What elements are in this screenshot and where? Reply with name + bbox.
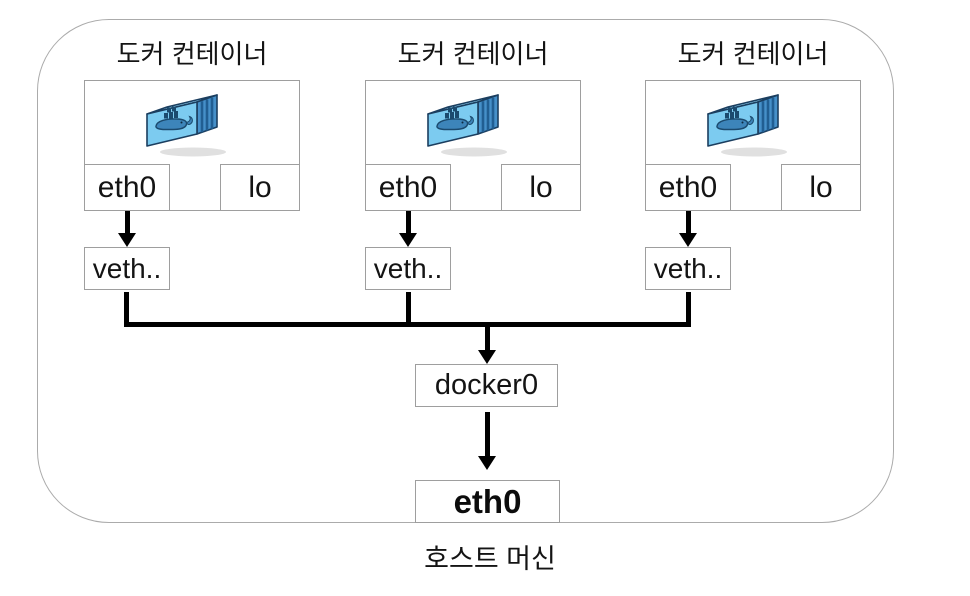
docker-whale-icon <box>420 89 526 159</box>
docker-whale-icon <box>700 89 806 159</box>
arrow-down-icon <box>478 412 496 470</box>
host-machine-label: 호스트 머신 <box>424 544 556 574</box>
arrow-shaft <box>685 211 691 233</box>
arrow-shaft <box>405 211 411 233</box>
lo-interface-box: lo <box>781 164 861 211</box>
arrow-down-icon <box>679 211 697 247</box>
arrow-head <box>478 350 496 364</box>
docker-container-group-3: 도커 컨테이너 eth0 lo veth.. <box>645 38 861 292</box>
arrow-shaft <box>484 327 490 350</box>
eth0-interface-box: eth0 <box>84 164 170 211</box>
arrow-head <box>399 233 417 247</box>
arrow-down-icon <box>118 211 136 247</box>
container-title: 도커 컨테이너 <box>116 39 268 69</box>
lo-interface-box: lo <box>501 164 581 211</box>
arrow-head <box>478 456 496 470</box>
connector-line-veth3 <box>686 292 691 327</box>
veth-box: veth.. <box>84 247 170 290</box>
docker-whale-icon <box>139 89 245 159</box>
connector-line-veth1 <box>124 292 129 327</box>
arrow-down-icon <box>478 327 496 364</box>
arrow-shaft <box>484 412 490 456</box>
eth0-interface-box: eth0 <box>645 164 731 211</box>
connector-bus-line <box>124 322 691 327</box>
veth-box: veth.. <box>365 247 451 290</box>
docker0-bridge-box: docker0 <box>415 364 558 407</box>
veth-box: veth.. <box>645 247 731 290</box>
arrow-shaft <box>124 211 130 233</box>
host-eth0-box: eth0 <box>415 480 560 523</box>
connector-line-veth2 <box>406 292 411 327</box>
container-title: 도커 컨테이너 <box>677 39 829 69</box>
eth0-interface-box: eth0 <box>365 164 451 211</box>
container-title: 도커 컨테이너 <box>397 39 549 69</box>
arrow-down-icon <box>399 211 417 247</box>
docker-container-group-1: 도커 컨테이너 eth0 lo veth.. <box>84 38 300 292</box>
lo-interface-box: lo <box>220 164 300 211</box>
arrow-head <box>679 233 697 247</box>
docker-container-group-2: 도커 컨테이너 eth0 lo veth.. <box>365 38 581 292</box>
arrow-head <box>118 233 136 247</box>
